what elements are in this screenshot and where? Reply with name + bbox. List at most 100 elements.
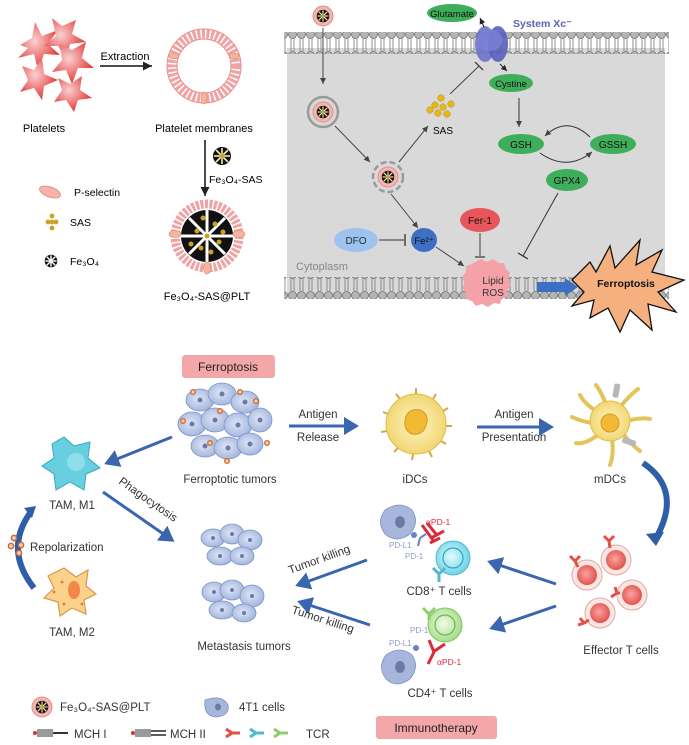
mdc-to-effector-arrow: [641, 460, 670, 540]
phagocytosis-label: Phagocytosis: [116, 476, 179, 525]
p-selectin-icon: [39, 185, 61, 199]
membranes-label: Platelet membranes: [155, 123, 253, 135]
cd8-label: CD8⁺ T cells: [406, 586, 471, 598]
effector-to-cd4-arrow: [489, 604, 557, 633]
dfo-label: DFO: [345, 236, 366, 247]
pd1-label-1: PD-1: [405, 552, 424, 561]
mhc2-legend-icon: [131, 729, 166, 737]
idcs-label: iDCs: [403, 474, 428, 486]
tam-m2-label: TAM, M2: [49, 627, 95, 639]
legend-tcr-label: TCR: [306, 729, 330, 741]
cytoplasm-background: [287, 48, 665, 298]
mdc-cell: [570, 383, 652, 467]
bottom-legend: Fe₃O₄-SAS@PLT 4T1 cells MCH I MCH II TCR: [32, 697, 330, 741]
tam-m1-label: TAM, M1: [49, 500, 95, 512]
p-selectin-icon: [228, 52, 240, 60]
system-xc-label: System Xc⁻: [513, 18, 572, 30]
legend-nanoparticle-label: Fe₃O₄-SAS@PLT: [60, 702, 151, 714]
fer1-node: [460, 208, 500, 232]
glutamate-node: [427, 4, 477, 22]
cystine-node: [489, 74, 533, 92]
fer1-label: Fer-1: [468, 216, 492, 227]
repolarization-label: Repolarization: [30, 542, 104, 554]
nanoparticle-legend-icon: [32, 697, 52, 717]
ferroptosis-badge-label: Ferroptosis: [198, 360, 258, 374]
cd4-label: CD4⁺ T cells: [407, 688, 472, 700]
fe3o4-sas-label: Fe₃O₄-SAS: [209, 174, 263, 186]
sas-icon: [45, 213, 59, 231]
tumor-to-tam-arrow: [104, 435, 173, 467]
antigen-release-label-1: Antigen: [298, 409, 337, 421]
glutamate-label: Glutamate: [430, 9, 474, 20]
cell-pathway-panel: System Xc⁻ Glutamate Cystine GSH GSSH GP…: [284, 4, 686, 334]
legend-fe3o4-label: Fe₃O₄: [70, 256, 99, 268]
tcr-legend-icons: [225, 727, 288, 739]
fe3o4-icon: [44, 254, 58, 268]
anti-pd1-antibody-1: [420, 522, 445, 545]
antigen-presentation-label-2: Presentation: [482, 432, 547, 444]
cystine-label: Cystine: [495, 79, 527, 90]
pdl1-label-1: PD-L1: [389, 541, 412, 550]
phagocytosis-arrow: [102, 490, 175, 542]
tumor-killing-arrow-2: [297, 597, 371, 627]
platelets-label: Platelets: [23, 123, 66, 135]
lipid-ros-burst: [462, 259, 511, 307]
panel-a-legend: P-selectin SAS Fe₃O₄: [39, 185, 120, 268]
pd1-label-2: PD-1: [410, 626, 429, 635]
cd4-interaction: [381, 606, 463, 685]
gssh-label: GSSH: [599, 140, 627, 151]
legend-4t1-label: 4T1 cells: [239, 702, 285, 714]
fe2-label: Fe²⁺: [414, 236, 433, 247]
ferroptosis-arrow-body: [537, 282, 565, 292]
ferroptosis-badge: [182, 355, 275, 378]
gssh-node: [590, 134, 636, 154]
fe3o4-sas-icon: [212, 146, 232, 166]
metastasis-tumors-label: Metastasis tumors: [197, 641, 291, 653]
effector-t-cells: [568, 534, 648, 629]
immunotherapy-badge-label: Immunotherapy: [394, 721, 477, 735]
apd1-label-2: αPD-1: [437, 657, 462, 667]
ferroptosis-burst: [570, 237, 686, 334]
cytoplasm-label: Cytoplasm: [296, 261, 348, 273]
p-selectin-icon: [200, 91, 208, 105]
system-xc-transporter: [475, 26, 508, 62]
effector-t-label: Effector T cells: [583, 645, 659, 657]
gsh-node: [498, 134, 544, 154]
repolarization-particles: [7, 534, 25, 557]
legend-mhc1-label: MCH I: [74, 729, 107, 741]
dfo-node: [334, 228, 378, 252]
gpx4-label: GPX4: [554, 176, 581, 187]
legend-sas-label: SAS: [70, 217, 91, 229]
fe3o4-sas-plt-nanoparticle: [168, 199, 246, 275]
mdcs-label: mDCs: [594, 474, 626, 486]
platelet-membrane-vesicle: [166, 28, 242, 105]
idc-cell: [380, 388, 452, 461]
lipid-ros-label-1: Lipid: [482, 276, 503, 287]
mhc1-legend-icon: [33, 729, 68, 737]
immunotherapy-badge: [376, 716, 497, 739]
lipid-ros-label-2: ROS: [482, 288, 504, 299]
apd1-label-1: αPD-1: [426, 517, 451, 527]
gpx4-node: [546, 169, 588, 191]
sas-label: SAS: [433, 126, 453, 137]
extraction-label: Extraction: [101, 51, 150, 63]
effector-to-cd8-arrow: [487, 557, 557, 586]
ferroptotic-tumors-cluster: [177, 382, 273, 465]
legend-mhc2-label: MCH II: [170, 729, 206, 741]
tcr-icon: [421, 606, 437, 620]
tcr-icon: [431, 566, 447, 582]
product-label: Fe₃O₄-SAS@PLT: [164, 291, 251, 303]
tumor-killing-label-1: Tumor killing: [287, 543, 352, 576]
gsh-label: GSH: [510, 140, 532, 151]
legend-p-selectin-label: P-selectin: [74, 187, 120, 199]
fe2-node: [411, 228, 437, 252]
platelets-cluster: [18, 18, 94, 112]
ferroptotic-tumors-label: Ferroptotic tumors: [183, 474, 277, 486]
sas-cluster: [426, 94, 455, 118]
p-selectin-icon: [168, 52, 180, 60]
anti-pd1-antibody-2: [426, 639, 446, 665]
pdl1-label-2: PD-L1: [389, 639, 412, 648]
tumor-killing-arrow-1: [295, 558, 368, 590]
antigen-presentation-label-1: Antigen: [494, 409, 533, 421]
